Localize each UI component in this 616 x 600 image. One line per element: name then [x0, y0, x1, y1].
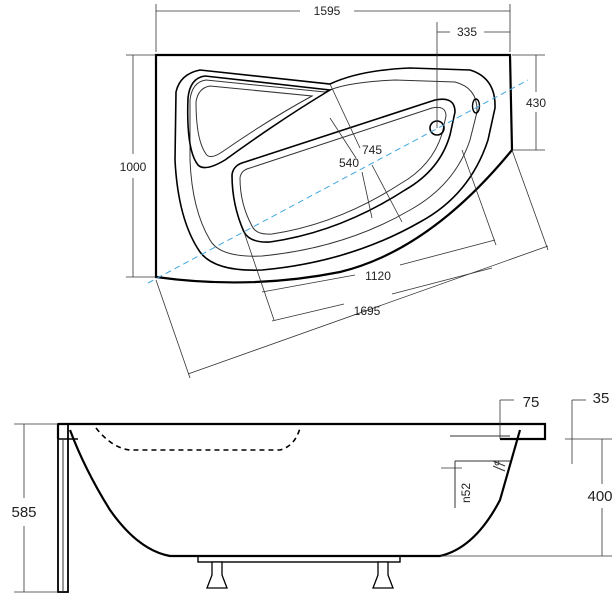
dim-inner-width: 540: [339, 156, 359, 170]
dim-diagonal-length: 1695: [354, 304, 381, 318]
dim-overall-length: 1595: [314, 4, 341, 18]
backrest-inner: [195, 85, 314, 158]
tub-outer-outline: [154, 53, 514, 284]
top-view: 1595 335 430 1000 745 540 1120: [120, 4, 549, 379]
side-view: 585 400 35 75 n52: [11, 390, 613, 593]
backrest-outline: [186, 75, 333, 169]
dim-bath-depth: 400: [587, 488, 612, 505]
support-frame: [197, 555, 401, 563]
tub-body-outline: [68, 429, 522, 558]
foot-left: [206, 561, 228, 589]
dim-side-depth: 430: [526, 96, 546, 110]
tub-basin-outline: [189, 79, 478, 257]
dim-overall-width: 1000: [120, 160, 147, 174]
dim-inner-diagonal: 745: [362, 143, 382, 157]
dim-overflow-offset: n52: [459, 483, 473, 503]
dim-rim-width: 75: [523, 394, 540, 411]
backrest-profile-dashed: [95, 427, 301, 451]
dim-overall-height: 585: [11, 504, 36, 521]
dim-inner-length: 1120: [365, 269, 391, 283]
rim-outline: [58, 422, 547, 441]
basin-floor-inner: [239, 106, 447, 235]
dim-corner-width: 335: [457, 25, 477, 39]
diagonal-axis: [147, 79, 529, 284]
foot-right: [372, 561, 394, 589]
dim-rim-thickness: 35: [593, 390, 610, 407]
tub-rim-outline: [174, 67, 496, 271]
